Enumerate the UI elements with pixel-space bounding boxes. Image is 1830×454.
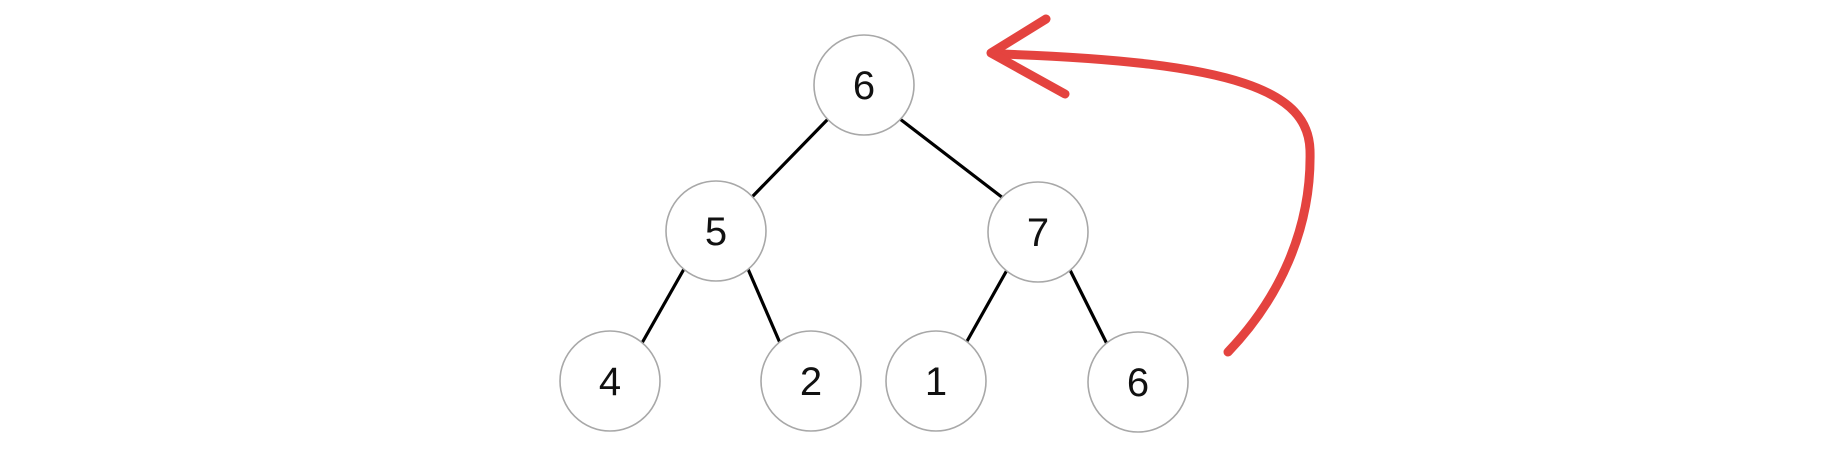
node-group: 6 5 7 4 2 1 [559,34,1189,433]
node-label-6-leaf: 6 [1127,361,1149,405]
node-label-1: 1 [925,360,947,404]
node-circle-4[interactable] [559,330,661,432]
node-label-4: 4 [599,360,621,404]
edge-5-to-2 [746,268,782,344]
red-arrow-tail [995,49,1315,357]
edge-7-to-6 [1068,269,1109,345]
edge-5-to-4 [640,268,686,344]
node-circle-7[interactable] [987,181,1089,283]
red-arrow-annotation [986,14,1315,357]
tree-node-4[interactable]: 4 [559,330,661,432]
red-arrow-head [986,14,1070,99]
node-circle-5[interactable] [665,180,767,282]
node-label-7: 7 [1027,211,1049,255]
tree-node-6-leaf[interactable]: 6 [1087,331,1189,433]
tree-node-2[interactable]: 2 [760,330,862,432]
node-label-5: 5 [705,210,727,254]
edge-root-to-7 [899,117,1004,200]
node-label-2: 2 [800,360,822,404]
edge-root-to-5 [750,117,830,199]
node-circle-6-leaf[interactable] [1087,331,1189,433]
node-circle-1[interactable] [885,330,987,432]
tree-node-7[interactable]: 7 [987,181,1089,283]
tree-node-1[interactable]: 1 [885,330,987,432]
edge-7-to-1 [964,269,1009,344]
node-circle-2[interactable] [760,330,862,432]
node-label-root: 6 [853,64,875,108]
tree-node-root[interactable]: 6 [813,34,915,136]
tree-node-5[interactable]: 5 [665,180,767,282]
node-circle-root[interactable] [813,34,915,136]
edge-group [640,117,1109,345]
